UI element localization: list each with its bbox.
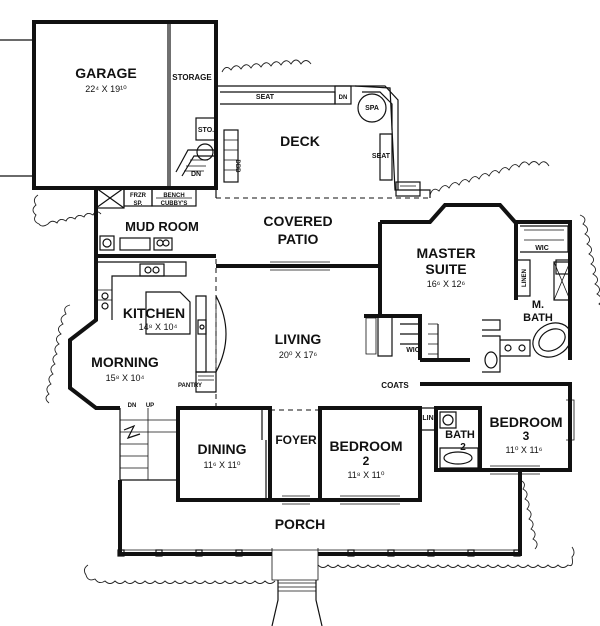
- master-suite-dim: 16⁶ X 12⁶: [427, 279, 466, 289]
- deck: [215, 85, 431, 198]
- foyer-name: FOYER: [275, 433, 317, 447]
- dn-lower-label: DN: [128, 403, 137, 409]
- garage-dim: 22⁴ X 19¹⁰: [85, 84, 127, 94]
- living-patio: [215, 197, 430, 409]
- bench-label: BENCH: [163, 193, 184, 199]
- cubby-label: CUBBY'S: [161, 201, 188, 207]
- bedroom2-name-2: 2: [363, 454, 370, 468]
- linen-label: LINEN: [522, 269, 528, 287]
- master-suite-name-1: MASTER: [416, 245, 475, 261]
- dn-stairs-label: DN: [191, 171, 201, 178]
- sp-label: SP.: [134, 201, 143, 207]
- kitchen-dim: 14⁸ X 10⁴: [139, 322, 178, 332]
- pantry-label: PANTRY: [178, 383, 202, 389]
- porch: [117, 470, 522, 581]
- m-bath-name-2: BATH: [523, 312, 553, 324]
- covered-patio-name-2: PATIO: [278, 231, 319, 247]
- coats-label: COATS: [381, 381, 409, 390]
- bedroom2-dim: 11⁸ X 11⁰: [347, 470, 384, 480]
- wic-master-label: WIC: [535, 245, 549, 252]
- storage-label: STORAGE: [172, 73, 212, 82]
- wic-closet-label: WIC: [406, 347, 420, 354]
- morning-dim: 15⁸ X 10⁴: [106, 373, 145, 383]
- dining-dim: 11⁶ X 11⁰: [203, 460, 240, 470]
- landscaping-shrubs: [32, 59, 600, 584]
- garage: [32, 20, 218, 190]
- covered-patio-name-1: COVERED: [263, 213, 332, 229]
- sto-label: STO.: [198, 127, 214, 134]
- kitchen-morning: [68, 256, 227, 410]
- bedrooms-wing: [318, 382, 575, 505]
- bedroom3-name-1: BEDROOM: [489, 414, 562, 430]
- master-suite: [364, 203, 572, 373]
- lin-label: LIN: [422, 415, 433, 422]
- dining-foyer: [176, 406, 320, 505]
- front-walkway: [271, 580, 323, 626]
- kitchen-name: KITCHEN: [123, 305, 185, 321]
- morning-name: MORNING: [91, 354, 159, 370]
- up-lower-label: UP: [146, 403, 154, 409]
- bedroom3-name-2: 3: [523, 429, 530, 443]
- mud-room-name: MUD ROOM: [125, 219, 199, 234]
- seat-top-label: SEAT: [256, 94, 275, 101]
- garage-name: GARAGE: [75, 65, 136, 81]
- seat-right-label: SEAT: [372, 153, 391, 160]
- bath2-name-1: BATH: [445, 429, 475, 441]
- living-dim: 20⁰ X 17⁶: [279, 350, 318, 360]
- bath2-name-2: 2: [460, 442, 466, 453]
- frzr-label: FRZR: [130, 193, 147, 199]
- bedroom3-dim: 11⁰ X 11⁶: [505, 445, 542, 455]
- dn-deck-label: DN: [339, 95, 348, 101]
- spa-label: SPA: [365, 105, 379, 112]
- deck-name: DECK: [280, 133, 320, 149]
- dbb-label: DBB: [234, 160, 240, 174]
- master-suite-name-2: SUITE: [425, 261, 466, 277]
- dining-name: DINING: [198, 441, 247, 457]
- stairs: [119, 408, 179, 481]
- porch-name: PORCH: [275, 516, 326, 532]
- living-name: LIVING: [275, 331, 322, 347]
- m-bath-name-1: M.: [532, 299, 544, 311]
- bedroom2-name-1: BEDROOM: [329, 438, 402, 454]
